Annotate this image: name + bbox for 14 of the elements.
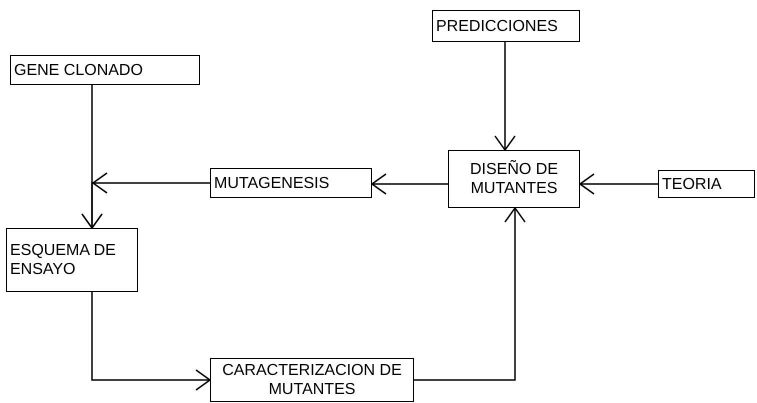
process-box [432,10,580,42]
box-label: GENE CLONADO [14,60,143,80]
process-box [448,150,580,208]
process-box [6,228,138,292]
box-label: ESQUEMA DE ENSAYO [10,241,117,279]
process-box [210,358,414,402]
box-label: PREDICCIONES [436,16,558,36]
box-label: TEORIA [662,174,722,194]
process-box [658,170,755,198]
box-label: MUTAGENESIS [214,174,330,192]
box-label: CARACTERIZACION DE MUTANTES [221,361,403,399]
box-label: DISEÑO DE MUTANTES [468,160,559,198]
process-box [210,168,372,198]
process-box [10,55,200,85]
